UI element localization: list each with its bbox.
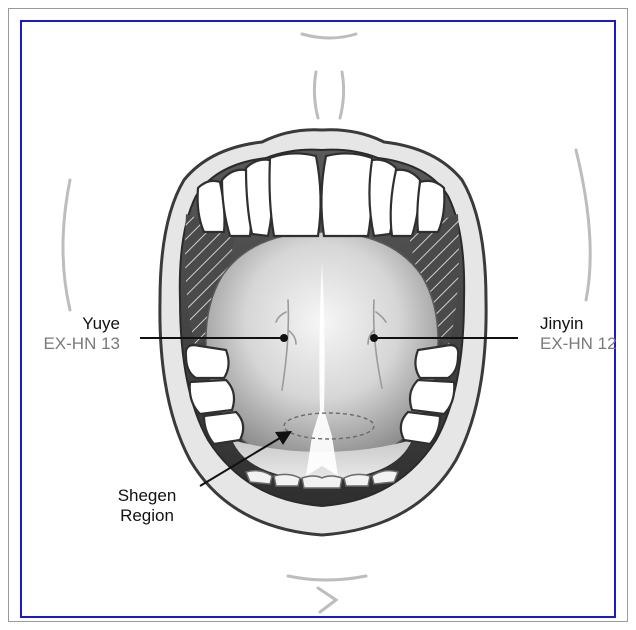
upper-right-premolar [417, 181, 444, 232]
lower-front-tooth-4 [344, 474, 370, 486]
chin-dimple-line [318, 588, 336, 612]
lower-front-tooth-2 [274, 474, 300, 486]
jinyin-name: Jinyin [540, 314, 630, 334]
jinyin-label: Jinyin EX-HN 12 [540, 314, 630, 354]
right-cheek-line [576, 150, 590, 300]
nose-tip-line [302, 34, 356, 38]
lower-left-tooth-1 [186, 345, 229, 378]
lower-left-tooth-3 [204, 412, 243, 444]
lower-left-tooth-2 [190, 380, 234, 414]
jinyin-code: EX-HN 12 [540, 334, 630, 354]
upper-left-molar [198, 181, 225, 232]
chin-line [288, 576, 366, 580]
lower-front-tooth-3 [302, 476, 342, 488]
lower-right-tooth-2 [410, 380, 454, 414]
jinyin-point [370, 334, 378, 342]
upper-right-central-incisor [321, 153, 372, 236]
lower-right-tooth-1 [415, 345, 458, 378]
yuye-code: EX-HN 13 [40, 334, 120, 354]
philtrum-right-line [340, 72, 344, 118]
philtrum-left-line [314, 72, 318, 118]
lower-right-tooth-3 [401, 412, 440, 444]
shegen-line1: Shegen [102, 486, 192, 506]
yuye-point [280, 334, 288, 342]
yuye-label: Yuye EX-HN 13 [40, 314, 120, 354]
shegen-line2: Region [102, 506, 192, 526]
upper-right-canine [391, 170, 420, 236]
left-cheek-line [63, 180, 70, 310]
upper-left-lateral-incisor [270, 153, 321, 236]
shegen-label: Shegen Region [102, 486, 192, 526]
yuye-name: Yuye [40, 314, 120, 334]
